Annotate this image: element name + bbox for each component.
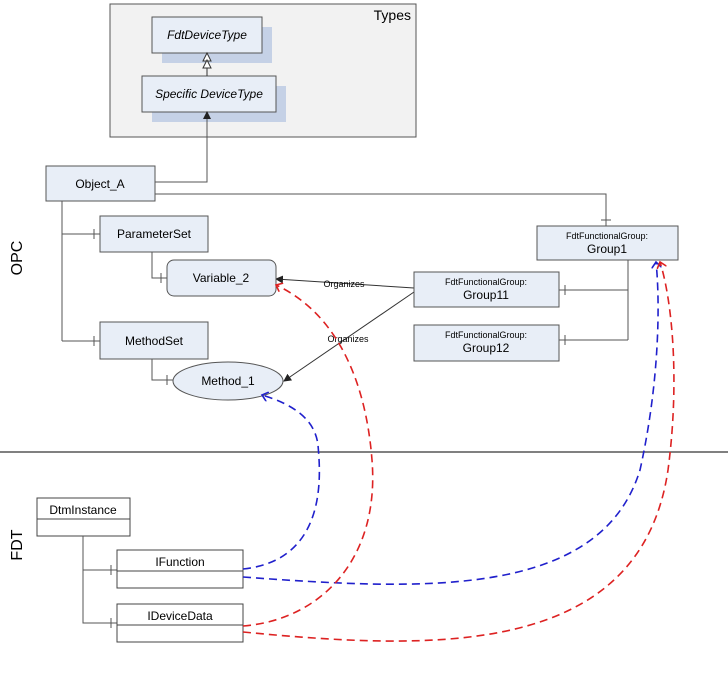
ifunction-to-method1-link <box>242 395 321 570</box>
group12-name-label: Group12 <box>463 341 510 355</box>
ifunction-node[interactable] <box>116 549 244 589</box>
object-a-label: Object_A <box>75 177 124 191</box>
dtm-instance-label: DtmInstance <box>49 503 117 517</box>
group11-name-label: Group11 <box>463 288 509 302</box>
group1-name-label: Group1 <box>587 242 627 256</box>
organizes-label-2: Organizes <box>327 334 369 344</box>
ifunction-label: IFunction <box>155 555 204 569</box>
variable-2-node[interactable] <box>166 259 277 297</box>
fdt-device-type-box[interactable] <box>151 16 263 54</box>
method-set-node[interactable] <box>99 321 209 360</box>
method-1-node[interactable] <box>172 361 284 401</box>
group11-node[interactable] <box>413 271 560 308</box>
section-label-opc: OPC <box>9 241 26 276</box>
variable-2-label: Variable_2 <box>193 271 250 285</box>
fdt-connectors <box>82 536 117 628</box>
inheritance-arrowhead-2-icon <box>202 58 212 69</box>
specific-device-type-box[interactable] <box>141 75 277 113</box>
group1-type-label: FdtFunctionalGroup: <box>566 231 648 241</box>
idevicedata-to-variable2-link <box>242 285 374 627</box>
opc-connectors <box>61 111 629 385</box>
ifunction-to-group1-link <box>242 262 658 585</box>
group12-type-label: FdtFunctionalGroup: <box>445 330 527 340</box>
types-panel: Types FdtDeviceType Specific DeviceType <box>109 3 417 138</box>
fdt-device-type-label: FdtDeviceType <box>167 28 247 42</box>
fdt-nodes: DtmInstance IFunction IDeviceData <box>36 497 244 643</box>
organizes-arrows <box>275 275 415 382</box>
section-label-fdt: FDT <box>9 529 26 560</box>
method-1-label: Method_1 <box>201 374 255 388</box>
mapping-curves <box>242 262 675 642</box>
object-a-node[interactable] <box>45 165 156 202</box>
method-set-label: MethodSet <box>125 334 184 348</box>
parameter-set-label: ParameterSet <box>117 227 192 241</box>
group11-type-label: FdtFunctionalGroup: <box>445 277 527 287</box>
group12-node[interactable] <box>413 324 560 362</box>
idevicedata-label: IDeviceData <box>147 609 213 623</box>
parameter-set-node[interactable] <box>99 215 209 253</box>
specific-device-type-label: Specific DeviceType <box>155 87 263 101</box>
idevicedata-to-group1-link <box>242 262 675 642</box>
types-panel-title: Types <box>374 7 411 23</box>
opc-nodes: Object_A ParameterSet Variable_2 MethodS… <box>45 165 679 401</box>
group1-node[interactable] <box>536 225 679 261</box>
organizes-label-1: Organizes <box>323 279 365 289</box>
idevicedata-node[interactable] <box>116 603 244 643</box>
